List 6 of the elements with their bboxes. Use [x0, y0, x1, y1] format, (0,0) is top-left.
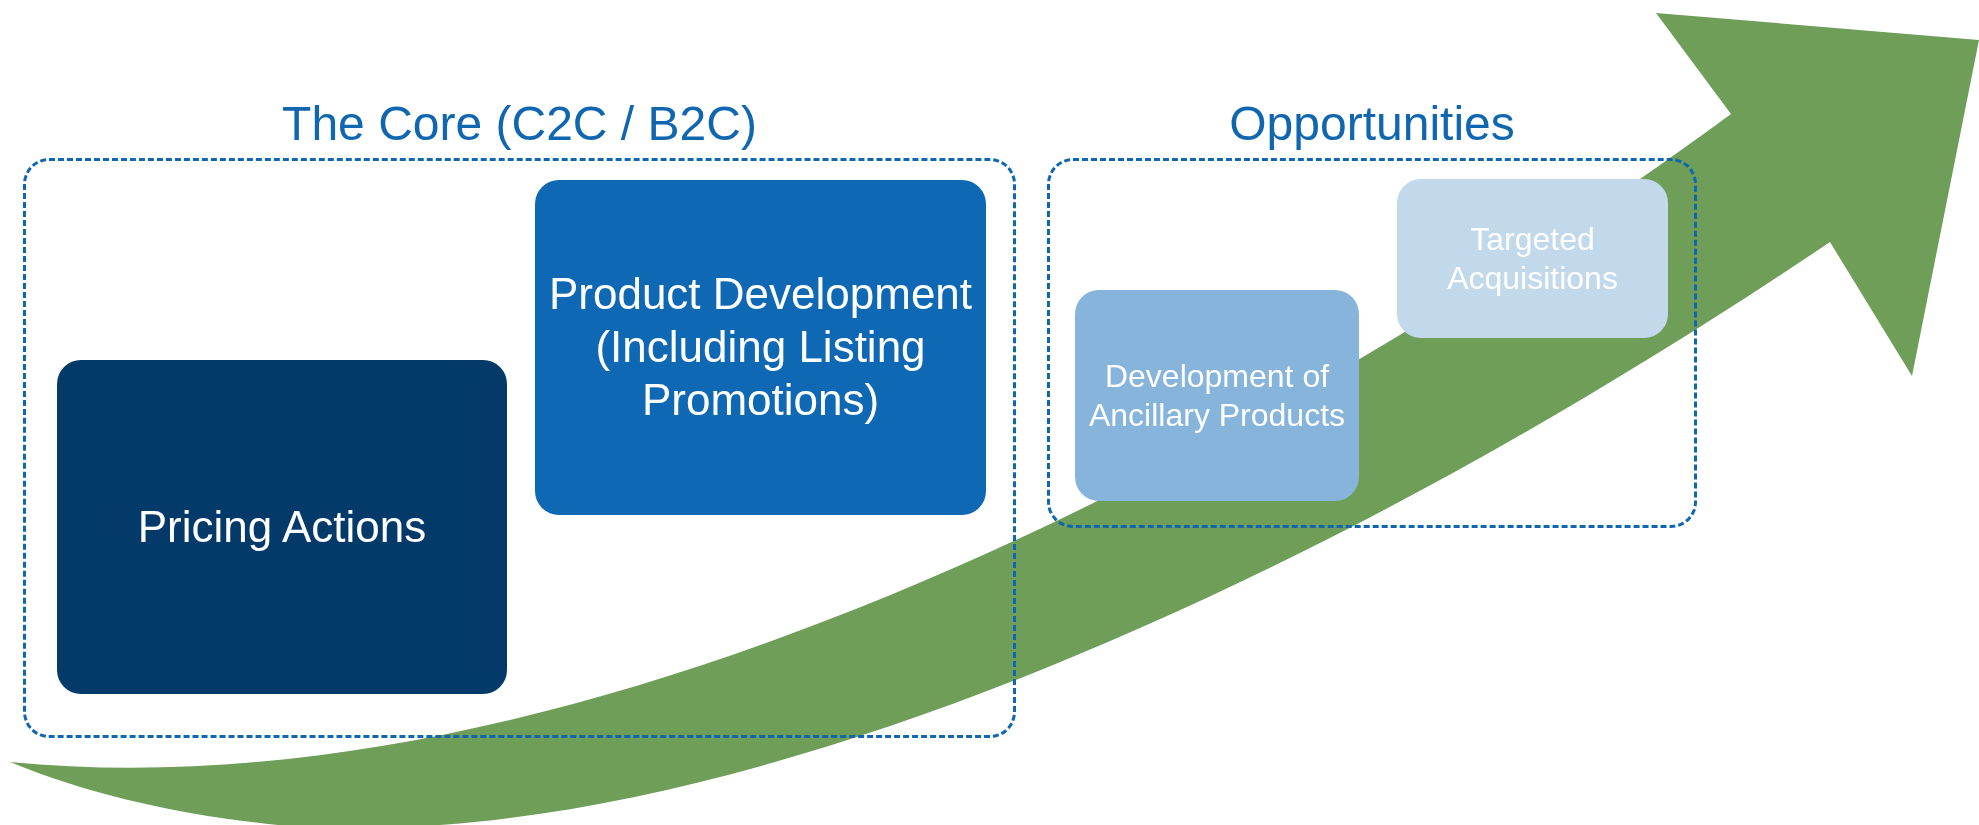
process-box: Development of Ancillary Products — [1075, 290, 1359, 501]
group-title: The Core (C2C / B2C) — [281, 96, 758, 152]
process-box: Targeted Acquisitions — [1397, 179, 1668, 338]
process-box: Pricing Actions — [57, 360, 507, 694]
process-box: Product Development (Including Listing Promotions) — [535, 180, 986, 515]
group-title: Opportunities — [1228, 96, 1516, 152]
